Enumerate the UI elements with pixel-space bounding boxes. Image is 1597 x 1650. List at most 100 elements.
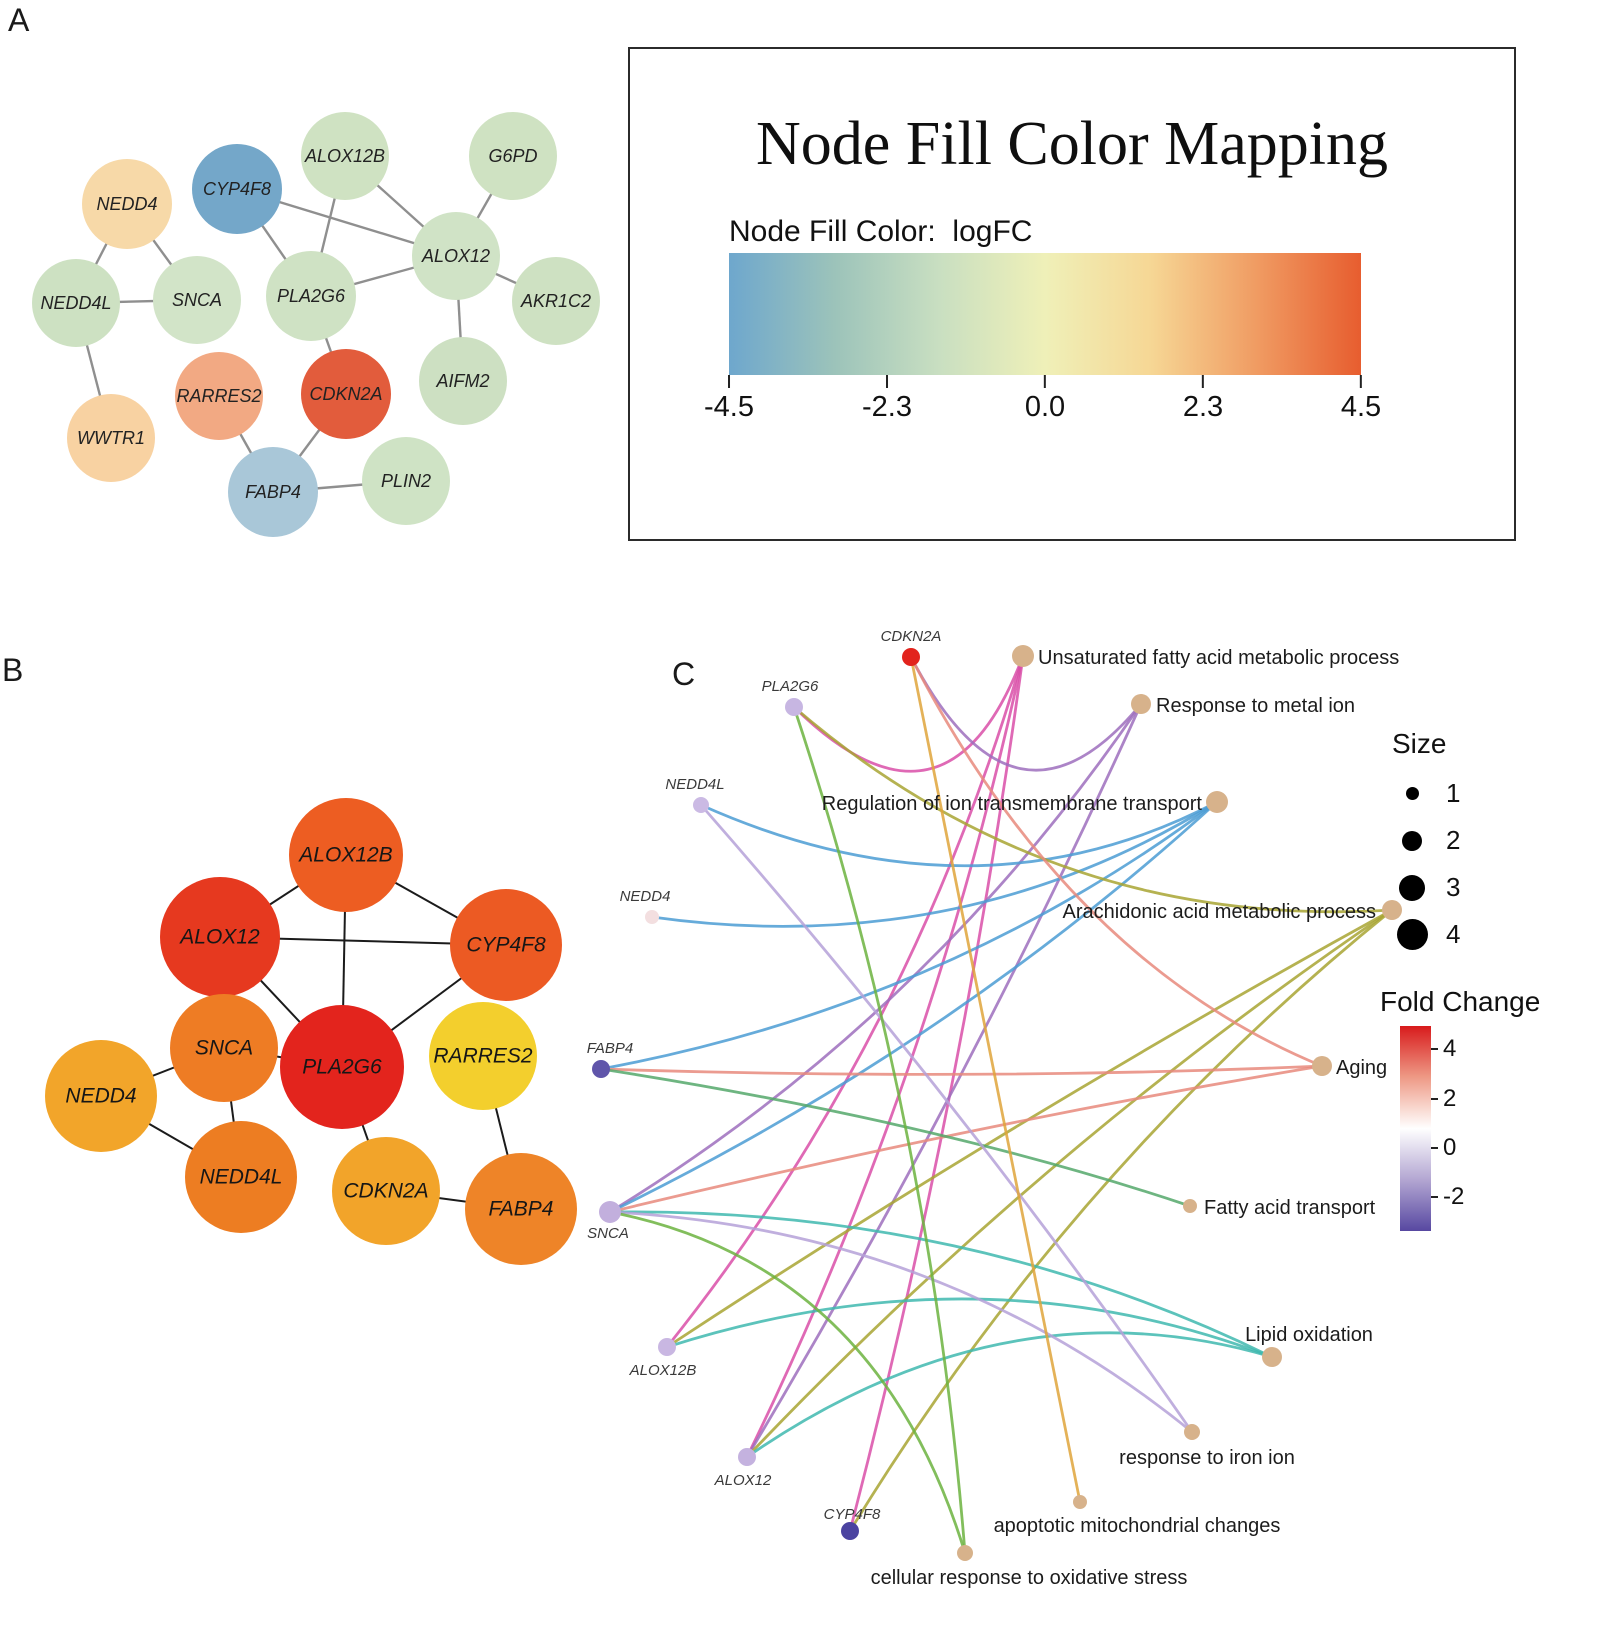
go-term-label-t5: Aging	[1336, 1057, 1387, 1079]
go-term-node-t8	[1184, 1424, 1200, 1440]
colorbar-tick: 2.3	[1183, 375, 1223, 424]
fold-tick: 0	[1431, 1134, 1456, 1162]
gene-node-b-rarres2	[429, 1002, 537, 1110]
node-fill-color-legend: Node Fill Color Mapping Node Fill Color:…	[628, 47, 1516, 541]
gene-node-label-nedd4: NEDD4	[65, 1085, 136, 1108]
cnet-edge-pla2g6-t4	[792, 705, 1394, 914]
go-term-label-t6: Fatty acid transport	[1204, 1197, 1376, 1219]
fold-tick-label: 2	[1443, 1085, 1457, 1112]
fold-tick-label: 0	[1443, 1134, 1457, 1161]
gene-node-label-pla2g6: PLA2G6	[277, 286, 346, 306]
panel-b-label: B	[2, 652, 24, 688]
cnet-gene-node-snca	[599, 1201, 621, 1223]
colorbar-tick-label: 0.0	[1024, 391, 1066, 423]
cnet-edge-alox12b-t1	[665, 654, 1025, 1349]
fold-tick: 4	[1431, 1035, 1456, 1063]
cnet-edge-snca-t10	[608, 1210, 967, 1555]
go-term-label-t9: apoptotic mitochondrial changes	[994, 1515, 1281, 1537]
gene-node-label-fabp4: FABP4	[489, 1198, 554, 1221]
fold-tick-mark	[1431, 1098, 1438, 1100]
gene-node-label-alox12: ALOX12	[178, 926, 260, 949]
cnet-panel-c: Unsaturated fatty acid metabolic process…	[587, 628, 1402, 1589]
size-label: 3	[1446, 872, 1461, 902]
gene-node-label-rarres2: RARRES2	[176, 386, 261, 406]
go-term-node-t1	[1012, 645, 1034, 667]
fold-tick-mark	[1431, 1048, 1438, 1050]
gene-node-a-g6pd	[469, 112, 557, 200]
cnet-edge-snca-t8	[608, 1210, 1194, 1434]
gene-node-label-akr1c2: AKR1C2	[520, 291, 591, 311]
go-term-label-t4: Arachidonic acid metabolic process	[1063, 901, 1377, 923]
gene-node-a-akr1c2	[512, 257, 600, 345]
gene-node-a-snca	[153, 256, 241, 344]
go-term-label-t10: cellular response to oxidative stress	[871, 1567, 1188, 1589]
colorbar-tick: -2.3	[862, 375, 912, 424]
gene-node-label-fabp4: FABP4	[245, 482, 301, 502]
gene-node-a-nedd4	[82, 159, 172, 249]
size-legend-item: 4	[1392, 911, 1460, 958]
gene-node-label-aifm2: AIFM2	[435, 371, 489, 391]
size-dot-icon	[1402, 830, 1422, 851]
gene-node-a-plin2	[362, 437, 450, 525]
cnet-gene-node-nedd4	[645, 910, 659, 924]
cnet-edge-snca-t5	[608, 1064, 1324, 1214]
gene-node-b-fabp4	[465, 1153, 577, 1265]
size-dot-icon	[1399, 874, 1425, 901]
cnet-edge-fabp4-t3	[599, 800, 1219, 1071]
colorbar-tick-label: -4.5	[704, 391, 754, 423]
cnet-gene-node-cdkn2a	[902, 648, 920, 666]
size-legend-item: 2	[1392, 817, 1460, 864]
cnet-gene-node-alox12	[738, 1448, 756, 1466]
fold-tick-mark	[1431, 1196, 1438, 1198]
cnet-edge-fabp4-t5	[599, 1064, 1324, 1076]
gene-node-a-alox12b	[301, 112, 389, 200]
cnet-gene-label-cdkn2a: CDKN2A	[881, 628, 942, 645]
colorbar-tick: 4.5	[1341, 375, 1381, 424]
go-term-node-t9	[1073, 1495, 1087, 1509]
cnet-edge-cdkn2a-t2	[909, 655, 1143, 772]
gene-node-label-wwtr1: WWTR1	[77, 428, 145, 448]
colorbar-tick-label: 2.3	[1182, 391, 1224, 423]
cnet-gene-label-nedd4: NEDD4	[620, 888, 671, 905]
cnet-edge-cdkn2a-t9	[909, 655, 1082, 1504]
cnet-gene-label-fabp4: FABP4	[587, 1040, 633, 1057]
gene-node-label-nedd4l: NEDD4L	[200, 1166, 283, 1189]
go-term-label-t1: Unsaturated fatty acid metabolic process	[1038, 647, 1399, 669]
cnet-gene-label-alox12b: ALOX12B	[629, 1362, 697, 1379]
cnet-edge-alox12-t7	[745, 1331, 1274, 1459]
colorbar-tick-mark	[1201, 375, 1204, 388]
cnet-edge-snca-t3	[608, 800, 1219, 1214]
size-dot-icon	[1405, 787, 1419, 800]
gene-node-a-alox12	[412, 212, 500, 300]
colorbar-tick: 0.0	[1025, 375, 1065, 424]
fold-tick-label: 4	[1443, 1035, 1457, 1062]
cnet-edge-cyp4f8-t4	[848, 908, 1394, 1533]
cnet-edge-alox12-t2	[745, 702, 1143, 1459]
colorbar-tick-mark	[727, 375, 730, 388]
size-legend-title: Size	[1392, 728, 1447, 759]
cnet-gene-node-fabp4	[592, 1060, 610, 1078]
cnet-gene-label-pla2g6: PLA2G6	[762, 678, 819, 695]
gene-node-b-cdkn2a	[332, 1137, 440, 1245]
gene-node-b-snca	[170, 994, 278, 1102]
size-label: 2	[1446, 825, 1461, 855]
gene-node-a-rarres2	[175, 352, 263, 440]
gene-node-a-cyp4f8	[192, 144, 282, 234]
cnet-gene-node-nedd4l	[693, 797, 709, 813]
cnet-gene-label-alox12: ALOX12	[714, 1472, 772, 1489]
gene-node-label-cyp4f8: CYP4F8	[203, 179, 271, 199]
gene-node-label-plin2: PLIN2	[381, 471, 431, 491]
gene-node-label-cdkn2a: CDKN2A	[309, 384, 382, 404]
gene-node-label-snca: SNCA	[195, 1037, 253, 1060]
gene-node-label-g6pd: G6PD	[488, 146, 537, 166]
gene-node-b-alox12b	[289, 798, 403, 912]
gene-node-label-cdkn2a: CDKN2A	[343, 1180, 428, 1203]
colorbar-tick-mark	[1359, 375, 1362, 388]
go-term-node-t2	[1131, 694, 1151, 714]
go-term-node-t4	[1382, 900, 1402, 920]
gene-node-b-alox12	[160, 877, 280, 997]
